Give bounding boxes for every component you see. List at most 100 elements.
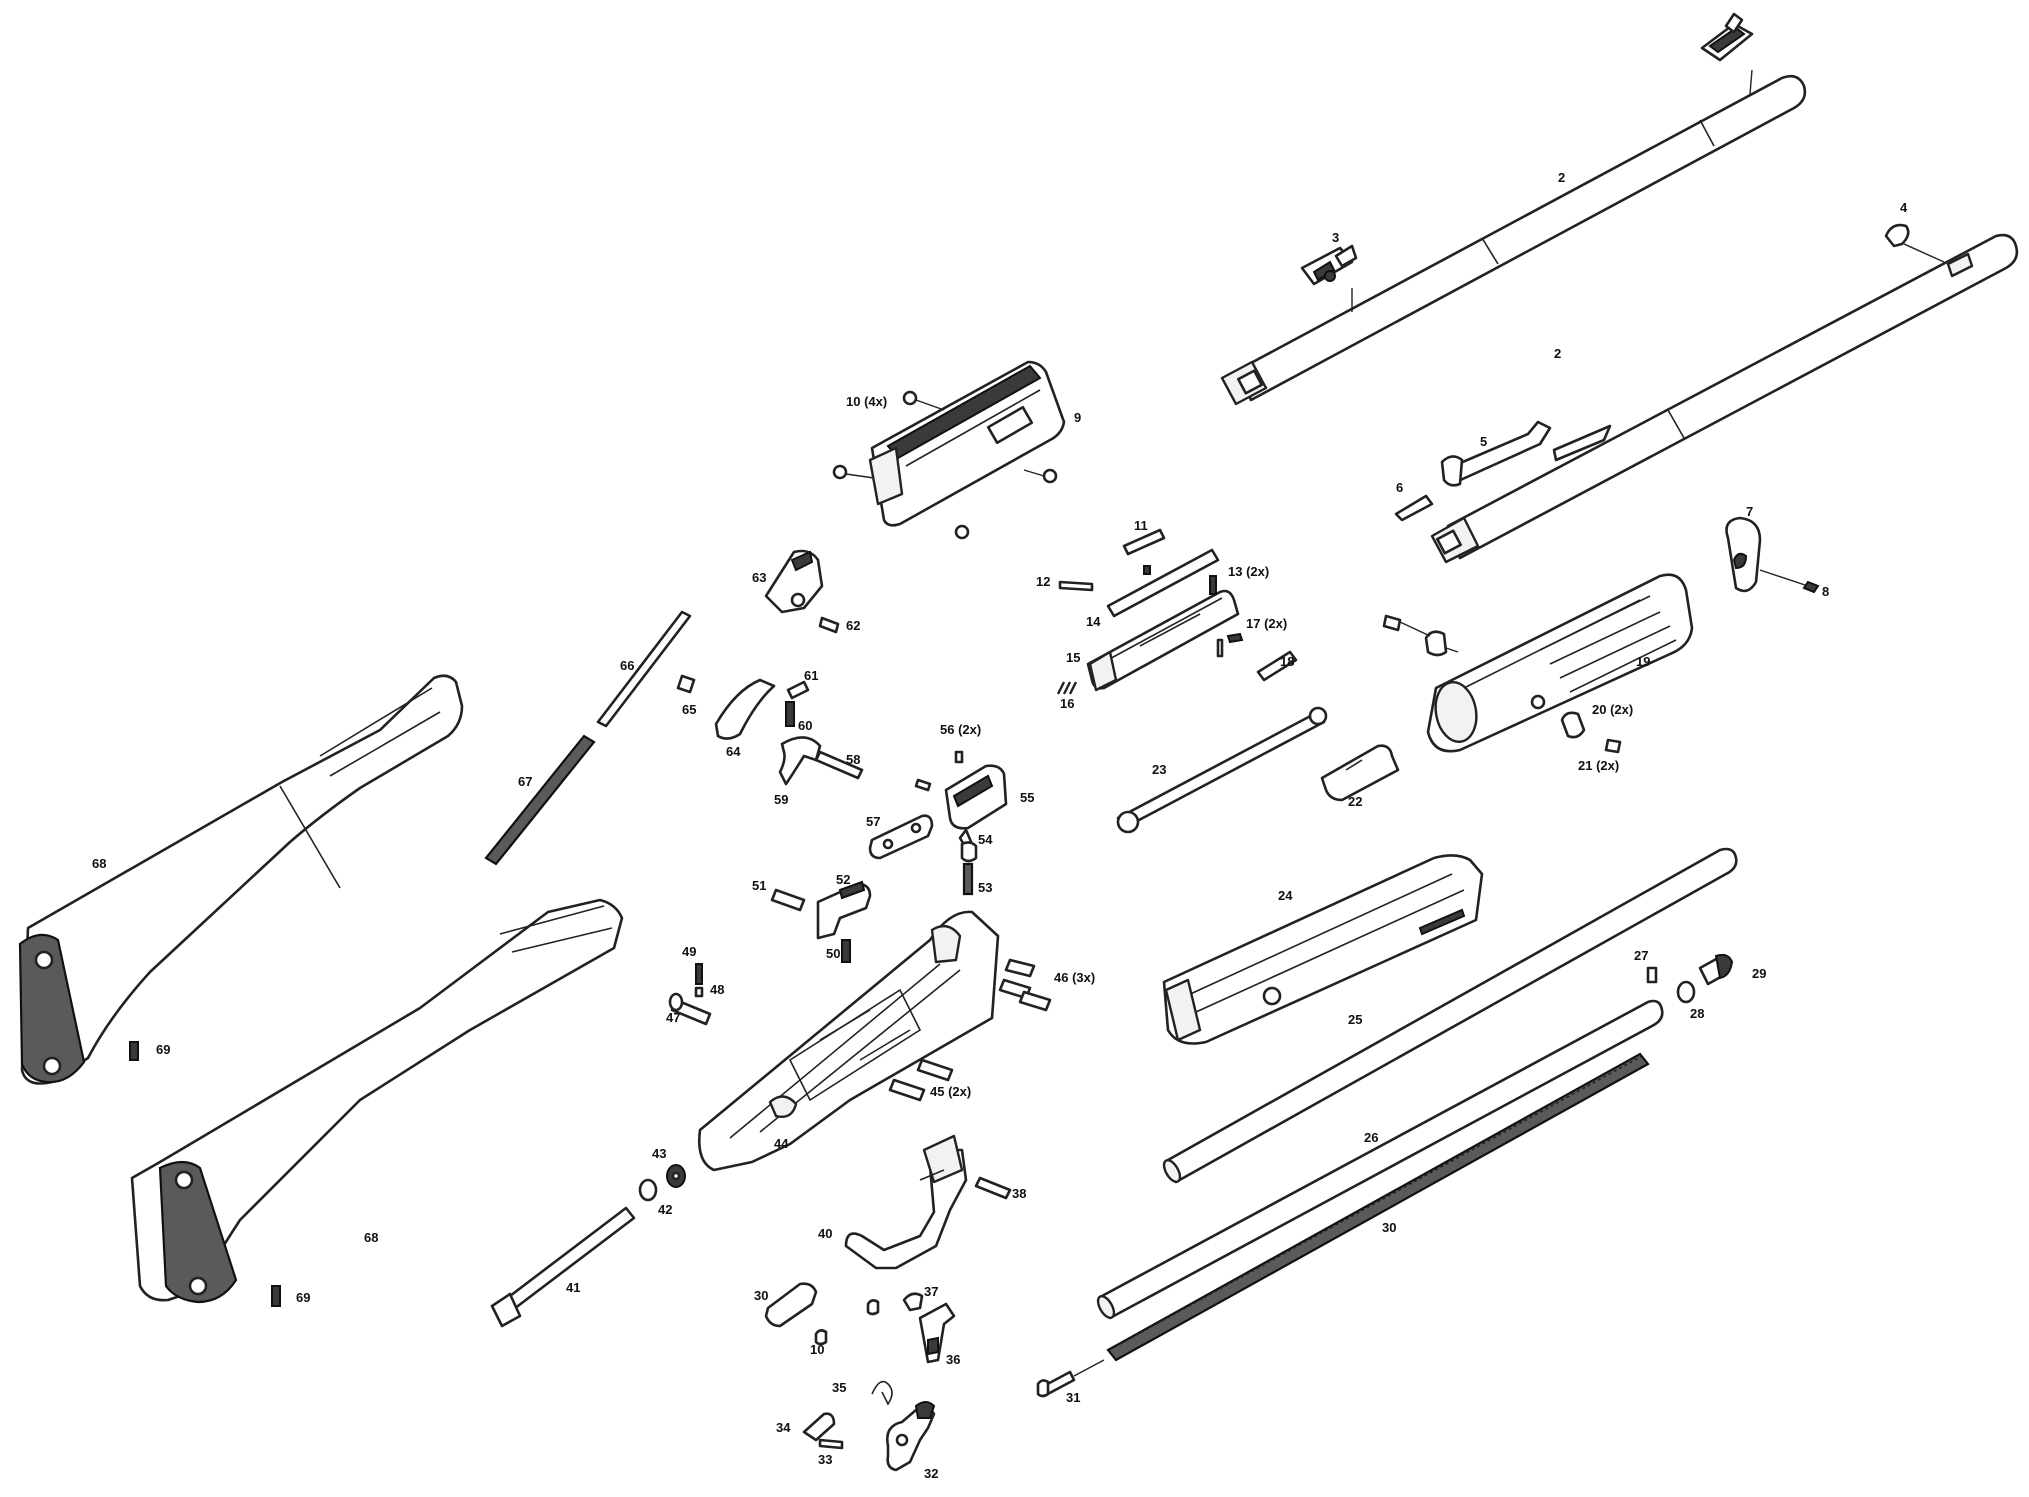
callout-35: 35 bbox=[832, 1380, 846, 1395]
callout-68: 68 bbox=[364, 1230, 378, 1245]
callout-24: 24 bbox=[1278, 888, 1293, 903]
callout-41: 41 bbox=[566, 1280, 580, 1295]
callout-69: 69 bbox=[156, 1042, 170, 1057]
part-9-receiver-cover bbox=[832, 360, 1066, 540]
part-65-pin bbox=[676, 674, 696, 694]
part-41-bolt bbox=[490, 1206, 636, 1328]
part-52-safety bbox=[816, 880, 872, 940]
part-30-spring bbox=[1106, 1052, 1650, 1362]
callout-25: 25 bbox=[1348, 1012, 1362, 1027]
callout-61: 61 bbox=[804, 668, 818, 683]
part-36-lever bbox=[918, 1302, 956, 1364]
callout-26: 26 bbox=[1364, 1130, 1378, 1145]
part-59-trigger bbox=[778, 736, 864, 786]
callout-20: 20 (2x) bbox=[1592, 702, 1633, 717]
part-6-pin bbox=[1394, 494, 1434, 522]
part-12-pin bbox=[1058, 580, 1094, 592]
callout-21: 21 (2x) bbox=[1578, 758, 1619, 773]
part-67-spring bbox=[484, 734, 596, 866]
callout-15: 15 bbox=[1066, 650, 1080, 665]
callout-62: 62 bbox=[846, 618, 860, 633]
callout-22: 22 bbox=[1348, 794, 1362, 809]
part-17-pin bbox=[1216, 632, 1244, 658]
part-26-magazine-tube bbox=[1162, 847, 1738, 1184]
callout-52: 52 bbox=[836, 872, 850, 887]
callout-34: 34 bbox=[776, 1420, 791, 1435]
callout-13: 13 (2x) bbox=[1228, 564, 1269, 579]
callout-12: 12 bbox=[1036, 574, 1050, 589]
callout-23: 23 bbox=[1152, 762, 1166, 777]
part-64-lever bbox=[714, 678, 776, 740]
part-3-rear-sight bbox=[1300, 244, 1358, 286]
callout-45: 45 (2x) bbox=[930, 1084, 971, 1099]
part-53-spring bbox=[962, 862, 974, 896]
callout-40: 40 bbox=[818, 1226, 832, 1241]
part-69-screw bbox=[129, 1041, 281, 1307]
callout-28: 28 bbox=[1690, 1006, 1704, 1021]
part-14-bar bbox=[1106, 548, 1220, 618]
part-55-block bbox=[944, 764, 1008, 850]
part-57-plate bbox=[868, 814, 934, 860]
callout-2: 2 bbox=[1554, 346, 1561, 361]
barrel-upper bbox=[1220, 69, 1807, 406]
part-61-pin bbox=[785, 680, 810, 727]
part-31-screw bbox=[1036, 1359, 1105, 1398]
part-33-pin bbox=[818, 1438, 844, 1450]
callout-5: 5 bbox=[1480, 434, 1487, 449]
callout-29: 29 bbox=[1752, 966, 1766, 981]
part-63-hammer bbox=[764, 549, 840, 634]
part-16-spring bbox=[1056, 681, 1078, 695]
callout-44: 44 bbox=[774, 1136, 789, 1151]
part-39-plate bbox=[764, 1282, 880, 1346]
callout-49: 49 bbox=[682, 944, 696, 959]
callout-9: 9 bbox=[1074, 410, 1081, 425]
callout-14: 14 bbox=[1086, 614, 1101, 629]
part-54-bushing bbox=[960, 841, 978, 863]
part-30-tube bbox=[1096, 999, 1664, 1320]
part-66-rod bbox=[596, 610, 692, 728]
callout-55: 55 bbox=[1020, 790, 1034, 805]
part-34-latch bbox=[802, 1412, 836, 1442]
callout-57: 57 bbox=[866, 814, 880, 829]
part-28-washer bbox=[1676, 980, 1696, 1004]
callout-67: 67 bbox=[518, 774, 532, 789]
callout-38: 38 bbox=[1012, 1186, 1026, 1201]
callout-18: 18 bbox=[1280, 654, 1294, 669]
part-22-sleeve bbox=[1320, 744, 1400, 802]
callout-66: 66 bbox=[620, 658, 634, 673]
part-46-pins bbox=[998, 958, 1052, 1012]
part-18-extractor bbox=[1256, 650, 1298, 682]
part-48-pin bbox=[694, 986, 704, 998]
callout-60: 60 bbox=[798, 718, 812, 733]
callout-56: 56 (2x) bbox=[940, 722, 981, 737]
part-49-spring bbox=[695, 963, 703, 985]
callout-19: 19 bbox=[1636, 654, 1650, 669]
callout-42: 42 bbox=[658, 1202, 672, 1217]
callout-63: 63 bbox=[752, 570, 766, 585]
callout-27: 27 bbox=[1634, 948, 1648, 963]
callout-6: 6 bbox=[1396, 480, 1403, 495]
callout-58: 58 bbox=[846, 752, 860, 767]
barrel-lower bbox=[1430, 233, 2019, 564]
callout-11: 11 bbox=[1134, 518, 1148, 533]
part-20-bushing bbox=[1424, 630, 1586, 739]
callout-43: 43 bbox=[652, 1146, 666, 1161]
callout-8: 8 bbox=[1822, 584, 1829, 599]
callout-17: 17 (2x) bbox=[1246, 616, 1287, 631]
part-29-cap bbox=[1698, 953, 1734, 986]
part-15-bolt-carrier bbox=[1086, 589, 1240, 692]
part-42-washer bbox=[638, 1178, 658, 1202]
callout-10: 10 bbox=[810, 1342, 824, 1357]
callout-53: 53 bbox=[978, 880, 992, 895]
callout-labels: 2 2 3 4 5 6 7 8 9 10 (4x) 10 11 12 13 (2… bbox=[92, 170, 1908, 1481]
callout-31: 31 bbox=[1066, 1390, 1080, 1405]
callout-51: 51 bbox=[752, 878, 766, 893]
part-56-pin bbox=[914, 750, 964, 792]
callout-64: 64 bbox=[726, 744, 741, 759]
part-50-spring bbox=[841, 939, 851, 963]
part-5-lever bbox=[1440, 420, 1552, 487]
part-19-forearm bbox=[1426, 573, 1694, 753]
callout-36: 36 bbox=[946, 1352, 960, 1367]
callout-50: 50 bbox=[826, 946, 840, 961]
